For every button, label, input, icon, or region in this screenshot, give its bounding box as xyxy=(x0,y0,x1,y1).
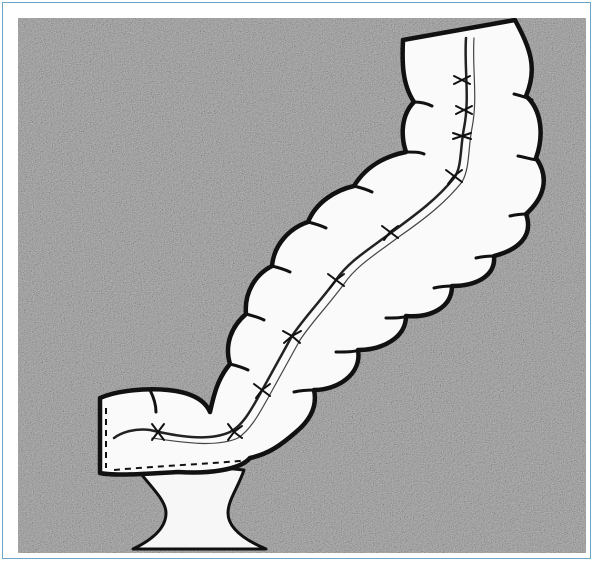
anatomical-illustration xyxy=(18,18,586,553)
figure-frame xyxy=(2,2,591,559)
illustration-svg xyxy=(18,18,586,553)
